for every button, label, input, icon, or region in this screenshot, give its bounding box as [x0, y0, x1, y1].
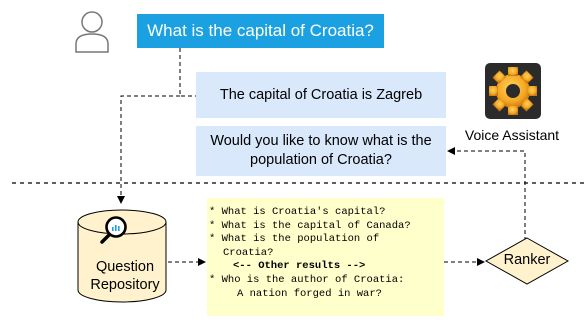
- repository-line-2: Repository: [90, 277, 160, 293]
- answer-bubble: The capital of Croatia is Zagreb: [196, 72, 446, 118]
- result-line: * What is the population of: [209, 233, 380, 246]
- follow-up-bubble: Would you like to know what is the popul…: [196, 126, 446, 176]
- other-results-marker: <-- Other results -->: [233, 260, 366, 273]
- search-results-box: * What is Croatia's capital? * What is t…: [207, 198, 444, 316]
- user-icon: [75, 11, 109, 53]
- magnifier-icon: [100, 216, 127, 244]
- gear-icon: [485, 63, 541, 119]
- connector-ranker-followup: [447, 147, 526, 241]
- result-line: * What is the capital of Canada?: [209, 219, 411, 232]
- repository-line-1: Question: [95, 259, 155, 275]
- connector-answer-repository: [117, 95, 180, 204]
- question-bubble: What is the capital of Croatia?: [137, 14, 384, 48]
- result-line: Croatia?: [223, 246, 274, 259]
- result-line: * What is Croatia's capital?: [209, 206, 386, 218]
- result-line: * Who is the author of Croatia:: [209, 273, 405, 286]
- question-repository-cylinder: [77, 209, 167, 303]
- voice-assistant-label: Voice Assistant: [456, 125, 568, 144]
- question-repository-label: Question Repository: [80, 258, 170, 294]
- result-line: A nation forged in war?: [237, 287, 382, 300]
- connector-question-answer: [179, 48, 196, 97]
- ranker-label: Ranker: [503, 252, 551, 268]
- ranker-diamond: [484, 237, 570, 285]
